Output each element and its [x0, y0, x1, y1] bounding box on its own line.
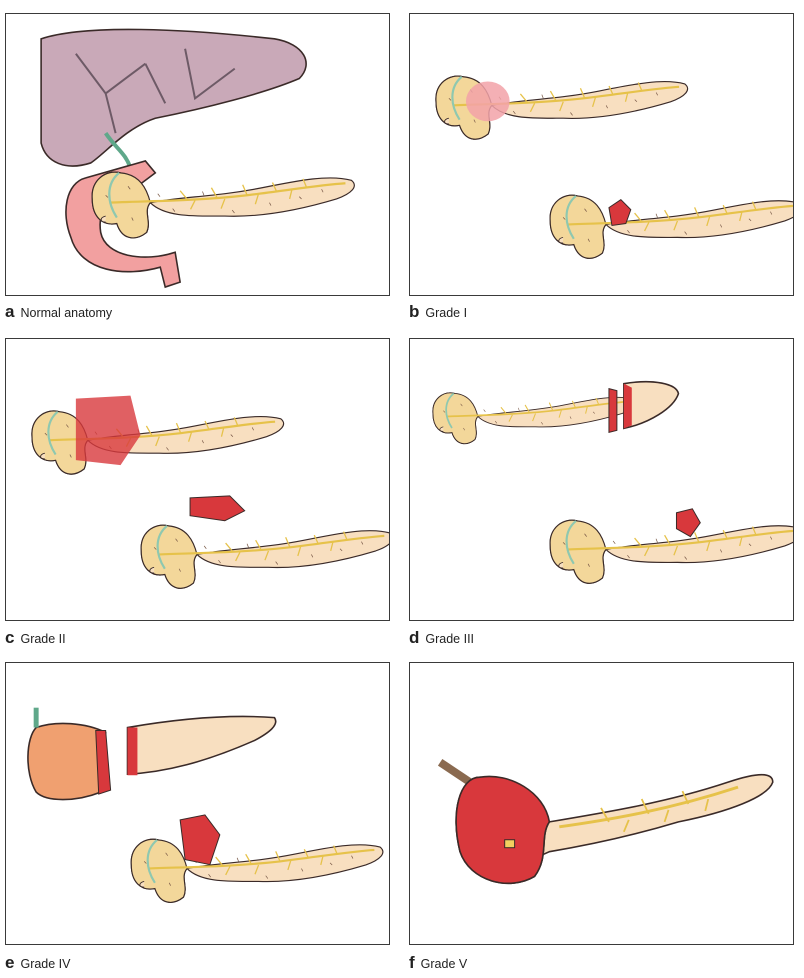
panel-b [409, 13, 794, 296]
pancreatic-head-fragment [27, 722, 107, 801]
normal-anatomy-illustration [40, 28, 356, 289]
laceration-mark [675, 508, 701, 538]
contusion-mark [75, 395, 141, 466]
bile-duct [104, 132, 133, 169]
panel-d [409, 338, 794, 621]
liver-shape [40, 28, 307, 167]
contusion-mark [465, 81, 510, 122]
panel-c [5, 338, 390, 621]
transection-mark [608, 388, 618, 433]
laceration-mark [189, 495, 246, 522]
panel-a [5, 13, 390, 296]
laceration-mark [179, 814, 221, 866]
panel-f [409, 662, 794, 945]
grade-ii-illustration [30, 395, 389, 590]
grade-v-illustration [437, 758, 774, 885]
bile-duct [437, 758, 473, 786]
grade-i-illustration [434, 74, 793, 260]
pancreatic-tail-fragment [623, 380, 680, 430]
pancreatic-body-fragment [126, 715, 277, 776]
panel-e [5, 662, 390, 945]
grade-iii-illustration [432, 380, 793, 585]
grade-iv-illustration [27, 707, 384, 904]
laceration-mark [608, 199, 632, 227]
head-disruption-mark [455, 775, 551, 885]
